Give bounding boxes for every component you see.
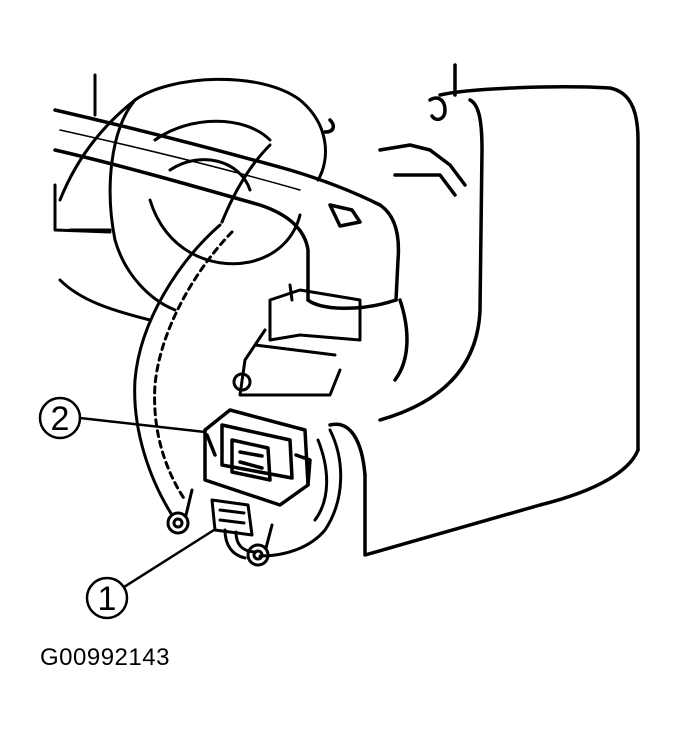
callout-1-number: 1 <box>98 580 117 618</box>
callout-1: 1 <box>85 528 216 620</box>
callout-2: 2 <box>38 396 207 440</box>
mounting-bracket <box>232 283 362 397</box>
housing-panel <box>323 63 640 557</box>
mounting-screws <box>166 488 274 567</box>
figure-id-label: G00992143 <box>40 644 170 671</box>
blower-resistor <box>203 408 312 507</box>
wiring-harness <box>133 143 343 558</box>
wiring-connector <box>210 498 258 560</box>
callout-2-number: 2 <box>51 400 70 438</box>
blower-housing <box>53 73 327 322</box>
